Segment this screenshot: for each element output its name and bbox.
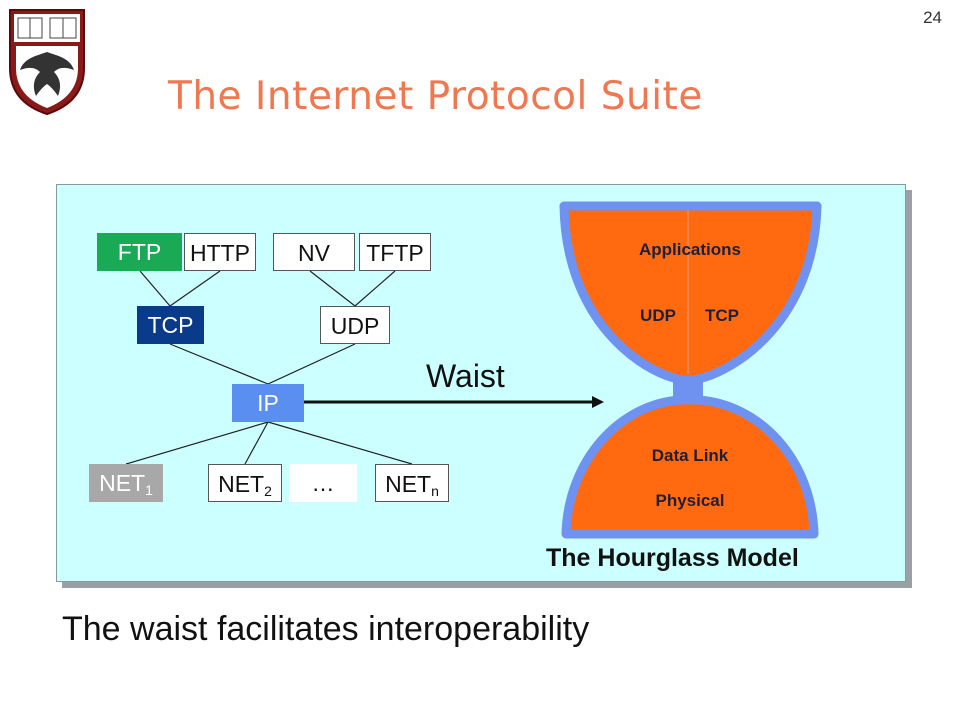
netn-box: NETn (375, 464, 449, 502)
hourglass-caption: The Hourglass Model (546, 544, 799, 572)
ellipsis-box: … (289, 464, 357, 502)
hourglass-udp-label: UDP (640, 306, 676, 325)
net2-label: NET (218, 471, 265, 497)
udp-label: UDP (330, 313, 380, 339)
hourglass-tcp-label: TCP (705, 306, 739, 325)
ftp-box: FTP (97, 233, 182, 271)
footer-statement: The waist facilitates interoperability (62, 610, 590, 648)
ellipsis-label: … (311, 470, 335, 496)
university-crest-icon (9, 9, 85, 116)
udp-box: UDP (320, 306, 390, 344)
netn-label: NET (385, 471, 432, 497)
netn-subscript: n (431, 483, 439, 499)
hourglass-applications-label: Applications (638, 240, 741, 259)
tcp-label: TCP (147, 312, 194, 338)
net1-label: NET (99, 470, 146, 496)
nv-box: NV (273, 233, 355, 271)
net2-subscript: 2 (264, 483, 272, 499)
hourglass-data-link-label: Data Link (651, 446, 729, 465)
ftp-label: FTP (117, 239, 162, 265)
ip-label: IP (257, 390, 279, 416)
http-box: HTTP (184, 233, 256, 271)
waist-label: Waist (426, 358, 505, 394)
net1-subscript: 1 (145, 482, 153, 498)
page-number: 24 (923, 8, 942, 27)
http-label: HTTP (189, 240, 251, 266)
tftp-label: TFTP (366, 240, 424, 266)
net1-box: NET1 (89, 464, 163, 502)
tftp-box: TFTP (359, 233, 431, 271)
nv-label: NV (298, 240, 330, 266)
ip-box: IP (232, 384, 304, 422)
tcp-box: TCP (137, 306, 204, 344)
hourglass-physical-label: Physical (655, 491, 725, 510)
slide-title: The Internet Protocol Suite (168, 74, 703, 119)
net2-box: NET2 (208, 464, 282, 502)
